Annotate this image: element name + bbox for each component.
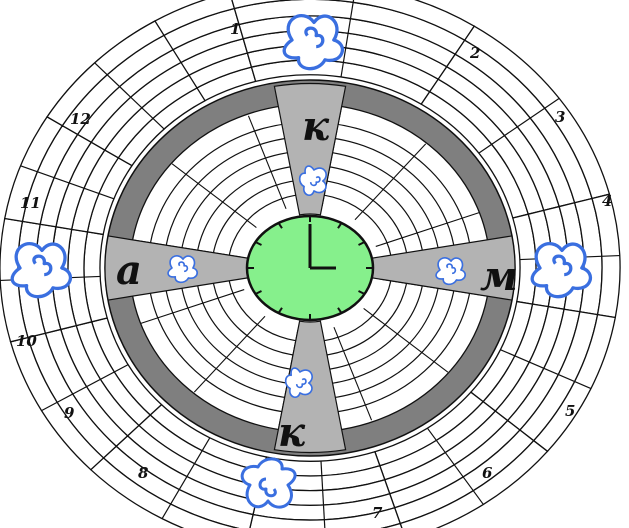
sector-number-1: 1 [230,20,240,38]
sector-number-11: 11 [20,194,41,212]
letter-bottom: к [278,409,306,456]
sector-number-4: 4 [602,192,612,210]
letter-right: м [480,253,518,300]
sector-number-2: 2 [469,44,480,62]
sector-number-9: 9 [64,404,75,422]
sector-number-12: 12 [70,110,91,128]
clock-icon [247,216,373,320]
sector-number-6: 6 [482,464,493,482]
sector-number-5: 5 [565,402,575,420]
sector-number-7: 7 [372,504,383,522]
sector-number-10: 10 [16,332,37,350]
letter-left: а [116,247,142,294]
letter-top: к [302,103,330,150]
sector-number-3: 3 [555,108,565,126]
sector-number-8: 8 [138,464,149,482]
